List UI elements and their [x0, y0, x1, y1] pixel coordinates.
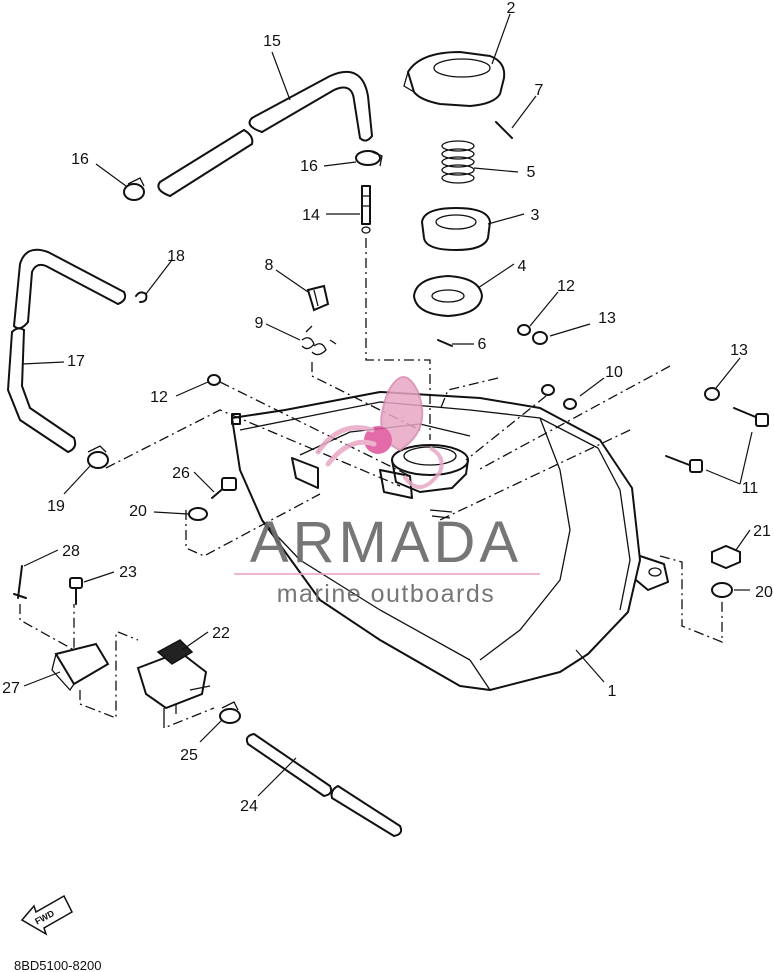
callout-25: 25: [180, 747, 198, 764]
pin-7: [495, 121, 513, 139]
filler-cap: [403, 50, 506, 108]
clip-12-right: [517, 324, 531, 336]
callout-26: 26: [172, 465, 190, 482]
fwd-arrow: FWD: [20, 894, 73, 936]
callout-22: 22: [212, 625, 230, 642]
leader-lines: [21, 13, 753, 797]
bolt-11-upper: [733, 407, 769, 427]
spring-5: [441, 140, 475, 184]
callout-21: 21: [753, 523, 771, 540]
callout-12-left: 12: [150, 389, 168, 406]
callout-18: 18: [167, 248, 185, 265]
gasket-3: [420, 206, 492, 252]
callout-1: 1: [608, 683, 617, 700]
callout-20-right: 20: [755, 584, 773, 601]
grommet-8: [306, 284, 330, 312]
callout-6: 6: [478, 336, 487, 353]
fuel-cock-22: [136, 639, 211, 718]
washer-13: [532, 331, 548, 345]
clamp-16-left: [123, 177, 145, 201]
callout-11: 11: [742, 480, 759, 497]
callout-8: 8: [265, 257, 274, 274]
fitting-14: [361, 185, 371, 234]
callout-20-left: 20: [129, 503, 147, 520]
callout-24: 24: [240, 798, 258, 815]
callout-15: 15: [263, 33, 281, 50]
callout-27: 27: [2, 680, 20, 697]
clamp-16-top: [355, 150, 383, 167]
callout-labels: 2 7 5 3 4 6 12 13 10 13 11 15 16 16 14 8…: [2, 0, 773, 815]
callout-13-mid: 13: [598, 310, 616, 327]
callout-14: 14: [302, 207, 320, 224]
callout-12-right: 12: [557, 278, 575, 295]
bracket-27: [51, 642, 110, 692]
nut-21: [711, 544, 741, 570]
callout-9: 9: [255, 315, 264, 332]
bolt-26: [211, 477, 237, 499]
callout-3: 3: [531, 207, 540, 224]
watermark-tagline: marine outboards: [277, 580, 496, 608]
callout-17: 17: [67, 353, 85, 370]
clip-12-left: [207, 374, 221, 386]
watermark-logo-icon: [315, 376, 444, 489]
watermark-brand: ARMADA: [250, 510, 522, 575]
bolt-11-lower: [665, 455, 703, 473]
washer-4: [412, 274, 484, 318]
spring-clip-9: [301, 325, 337, 356]
hose-15: [157, 71, 373, 197]
callout-2: 2: [507, 0, 516, 17]
callout-28: 28: [62, 543, 80, 560]
diagram-code: 8BD5100-8200: [14, 958, 101, 972]
callout-4: 4: [518, 258, 527, 275]
watermark: ARMADA marine outboards: [234, 376, 540, 608]
fuel-tank: [231, 391, 669, 691]
clamp-25: [219, 701, 241, 724]
pin-28: [13, 565, 27, 599]
grommet-20-right: [711, 582, 733, 598]
callout-16-left: 16: [71, 151, 89, 168]
clamp-19: [87, 445, 109, 469]
callout-23: 23: [119, 564, 137, 581]
callout-10: 10: [605, 364, 623, 381]
hose-17: [7, 248, 127, 453]
nut-10: [541, 384, 577, 410]
hose-24: [245, 733, 403, 837]
callout-19: 19: [47, 498, 65, 515]
callout-16-top: 16: [300, 158, 318, 175]
bolt-23: [69, 577, 83, 605]
callout-5: 5: [527, 164, 536, 181]
callout-13-right: 13: [730, 342, 748, 359]
washer-13-right: [704, 387, 720, 401]
washer-20-left: [188, 507, 208, 521]
pin-6: [437, 339, 453, 347]
clip-18: [135, 291, 148, 303]
callout-7: 7: [535, 82, 544, 99]
